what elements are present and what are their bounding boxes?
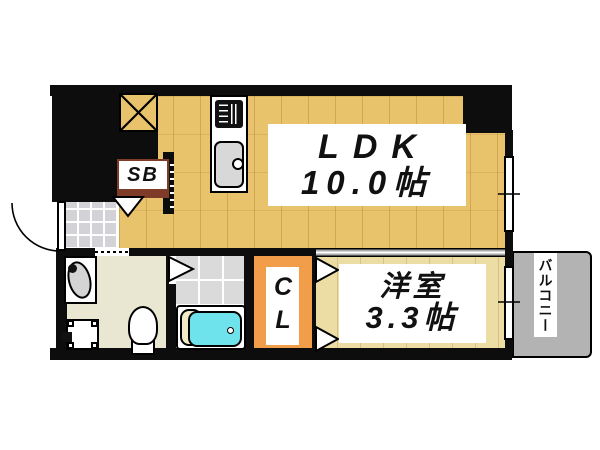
wall-right-upper	[505, 130, 513, 160]
pan-corner	[91, 342, 98, 349]
pan-corner	[67, 320, 74, 327]
wall-top-right-corner	[463, 85, 512, 133]
wall-right-mid	[505, 230, 513, 268]
bathroom-tile-floor	[174, 254, 246, 306]
shoe-box-label: SB	[127, 163, 159, 186]
balcony-label-strip: バルコニー	[534, 253, 557, 337]
western-room-name: 洋室	[379, 271, 446, 303]
stove-grate	[231, 104, 239, 124]
toilet-icon	[128, 306, 158, 345]
threshold-dashes	[95, 251, 129, 253]
washroom-door-threshold	[95, 248, 129, 256]
western-room-label-box: 洋室 3.3帖	[339, 264, 486, 343]
faucet-icon	[232, 158, 244, 170]
wall-washroom-bath-jamb	[166, 254, 169, 284]
shoe-box-door-icon	[110, 196, 146, 218]
entry-door-leaf	[57, 201, 66, 251]
closet-door-icon	[315, 256, 341, 284]
wall-hatch-marks	[170, 160, 174, 208]
western-room-size: 3.3帖	[365, 300, 460, 336]
balcony-label: バルコニー	[537, 257, 554, 333]
pan-corner	[91, 320, 98, 327]
ldk-size: 10.0帖	[300, 163, 434, 201]
wall-bath-closet	[244, 248, 254, 360]
wall-left-block	[52, 85, 119, 202]
wall-top	[50, 85, 463, 96]
shaft-x-icon	[120, 94, 157, 131]
wall-below-shaft	[119, 130, 158, 162]
wall-washroom-bath	[166, 284, 176, 348]
entry-tile-floor	[64, 202, 116, 249]
basin-faucet	[68, 264, 77, 273]
wall-closet-front	[312, 254, 316, 354]
wall-bottom	[50, 348, 512, 360]
ldk-name: LDK	[318, 127, 430, 166]
closet-door-icon	[315, 325, 341, 353]
pan-corner	[67, 342, 74, 349]
bathtub-drain	[227, 327, 234, 334]
entry-door-swing-icon	[11, 202, 61, 252]
bathtub-icon	[188, 311, 242, 347]
shoe-box: SB	[117, 159, 169, 198]
wall-washroom-top	[56, 248, 324, 256]
sliding-door-band	[316, 248, 505, 257]
ldk-label-box: LDK 10.0帖	[268, 124, 466, 206]
kitchen-sink-icon	[214, 141, 244, 188]
pan-tap	[62, 332, 72, 342]
closet-label: CL	[269, 273, 297, 339]
closet-label-box: CL	[266, 267, 299, 345]
bathroom-door-icon	[168, 255, 196, 283]
wall-left-lower	[56, 248, 67, 352]
washbasin-icon	[63, 256, 97, 304]
wall-right-lower	[505, 338, 513, 354]
stove-icon	[215, 100, 243, 128]
washing-machine-pan-icon	[62, 319, 99, 350]
western-room-window	[504, 266, 514, 340]
